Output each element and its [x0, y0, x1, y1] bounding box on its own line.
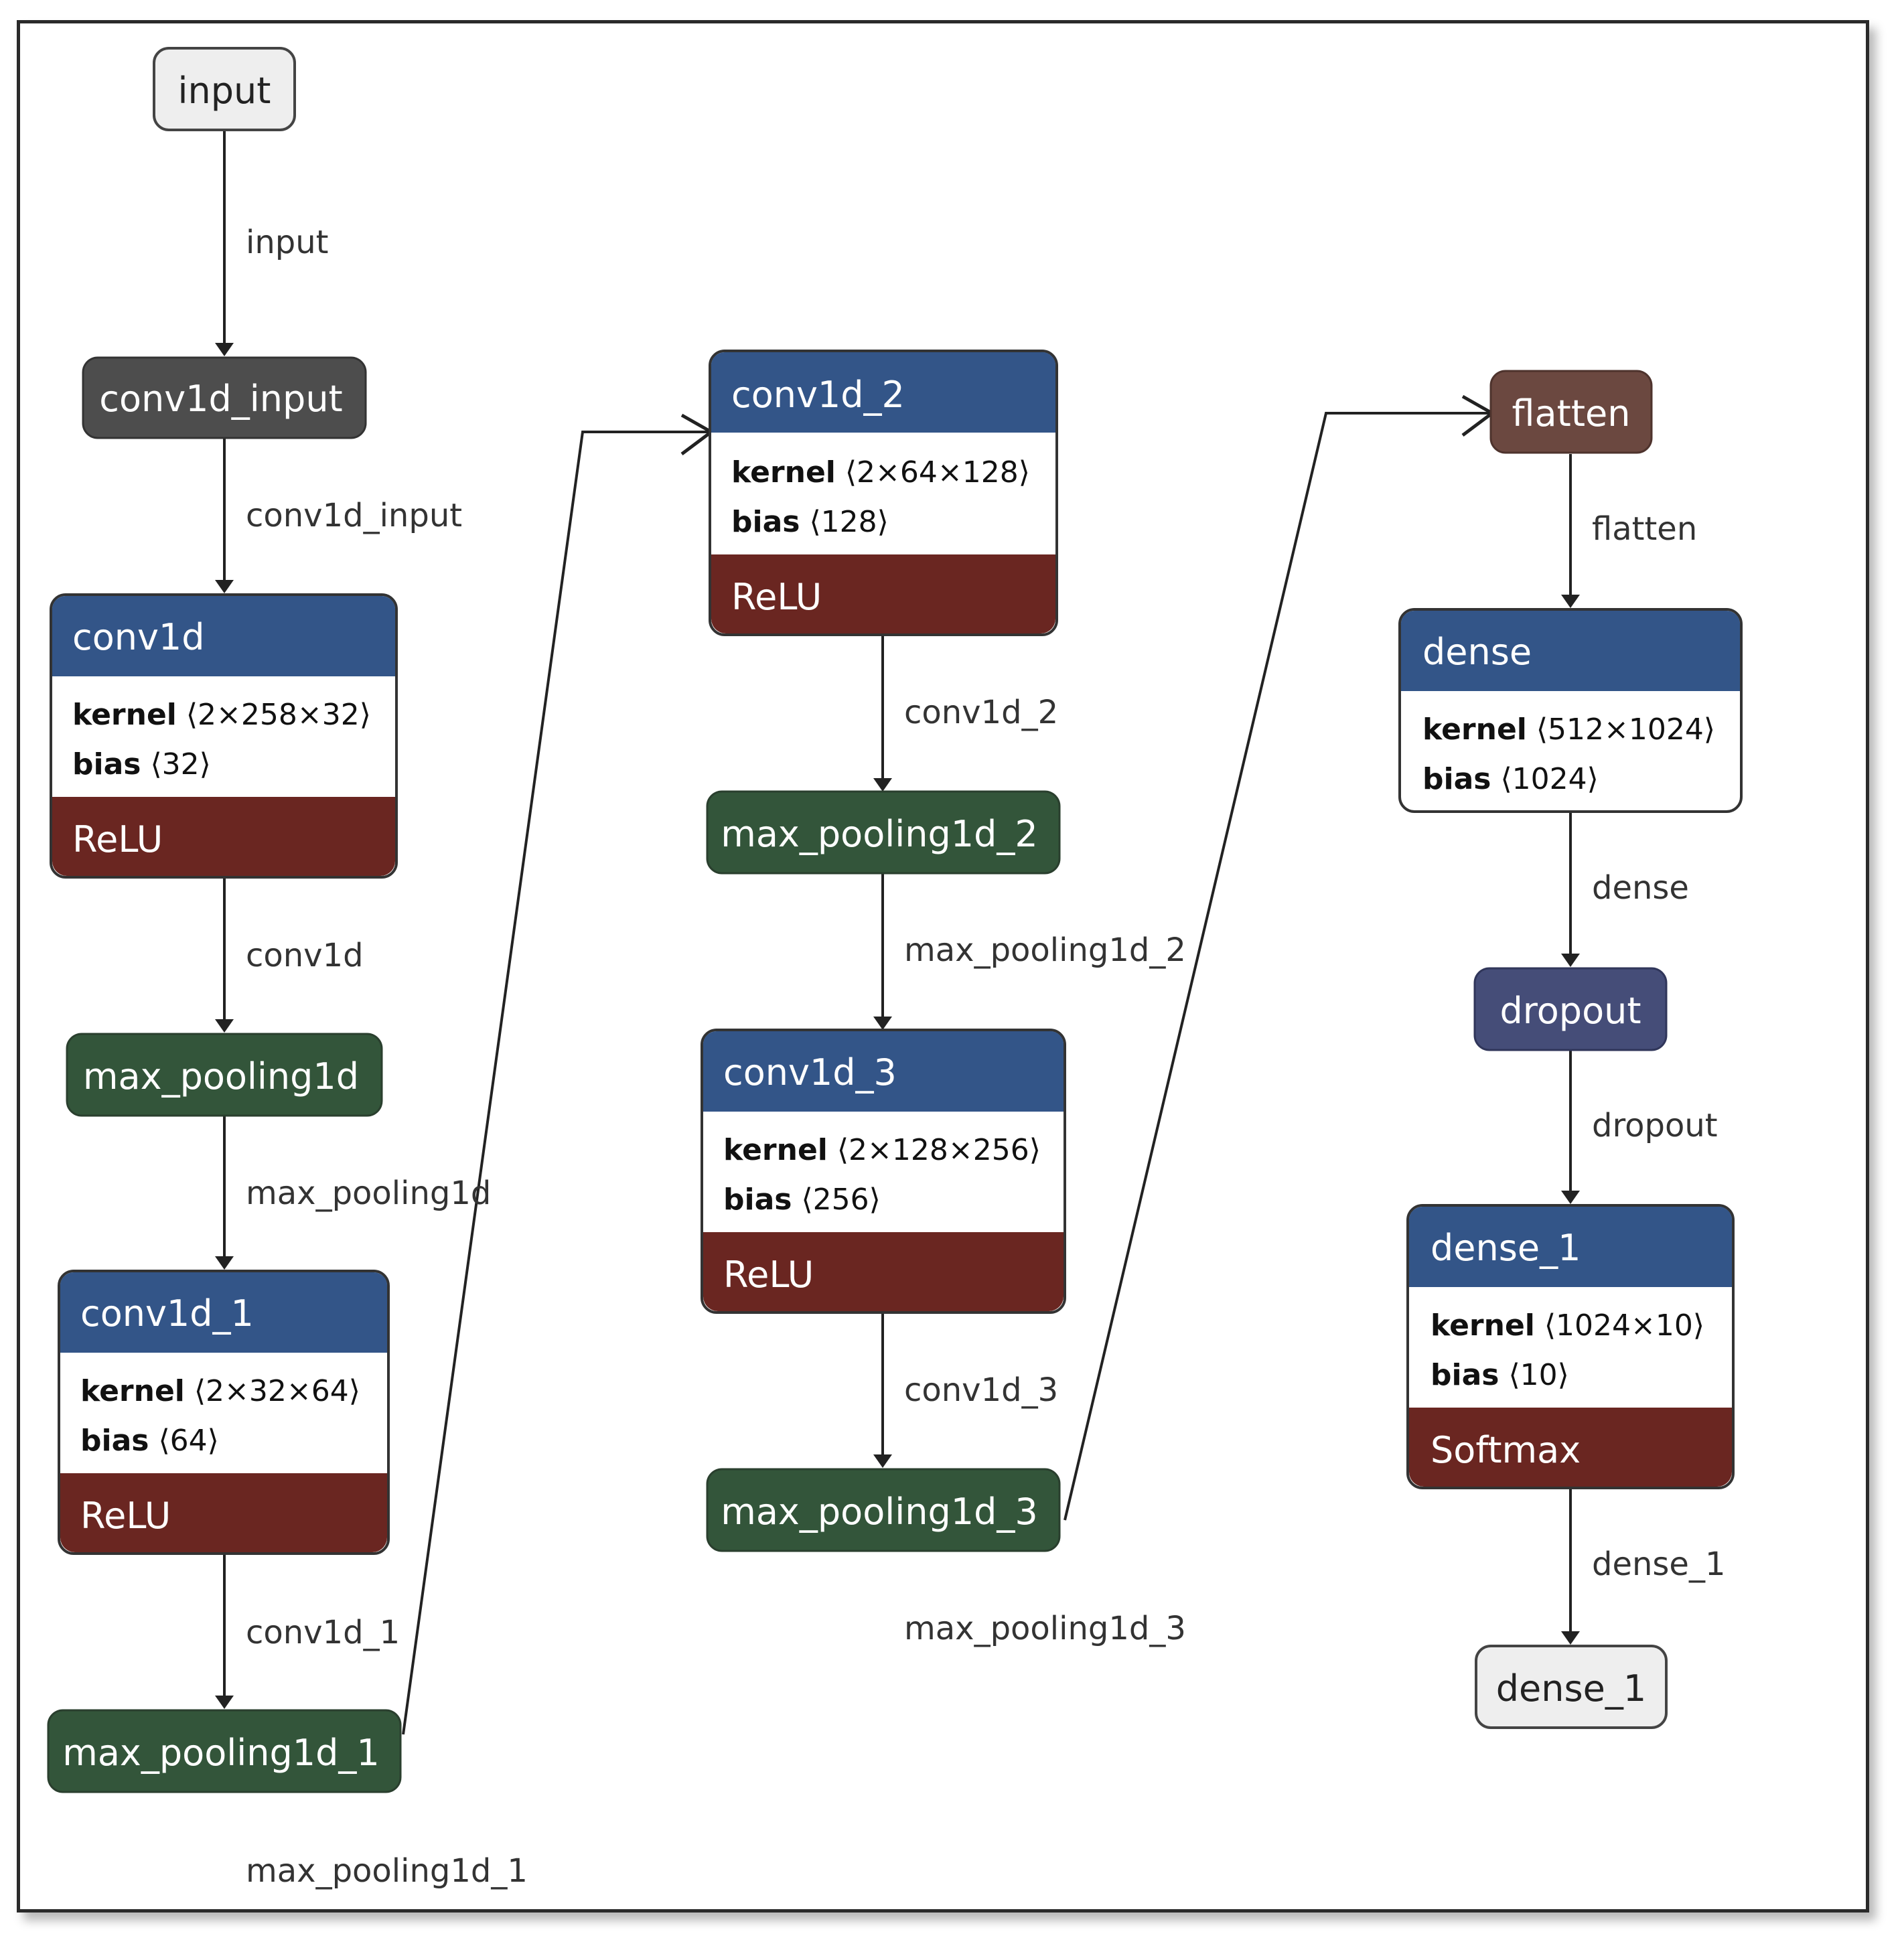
node-dense[interactable]: dense kernel⟨512×1024⟩ bias⟨1024⟩ [1398, 608, 1743, 813]
node-label: conv1d_3 [723, 1051, 897, 1094]
arrowhead-icon [1561, 954, 1580, 967]
diagram-frame [17, 20, 1869, 1913]
bias-shape: bias⟨256⟩ [723, 1183, 881, 1217]
node-label: dense_1 [1496, 1667, 1646, 1710]
node-dropout[interactable]: dropout [1473, 967, 1668, 1051]
edge-label-max-pooling1d: max_pooling1d [246, 1175, 491, 1212]
arrowhead-icon [215, 1019, 234, 1033]
node-max-pooling1d[interactable]: max_pooling1d [66, 1033, 383, 1117]
node-label: flatten [1512, 392, 1631, 435]
edge-label-dropout: dropout [1592, 1107, 1718, 1144]
edge-labels: input conv1d_input conv1d max_pooling1d … [246, 224, 1726, 1890]
node-label: max_pooling1d [83, 1055, 359, 1098]
kernel-shape: kernel⟨2×128×256⟩ [723, 1133, 1041, 1167]
kernel-shape: kernel⟨2×32×64⟩ [80, 1374, 360, 1408]
arrowhead-icon [215, 580, 234, 593]
arrowhead-icon [215, 343, 234, 356]
kernel-shape: kernel⟨512×1024⟩ [1422, 713, 1715, 747]
node-dense-1-output[interactable]: dense_1 [1475, 1645, 1668, 1729]
node-label: dense [1422, 631, 1532, 673]
arrowhead-icon [215, 1696, 234, 1709]
edge-label-flatten: flatten [1592, 510, 1697, 548]
arrowhead-icon [873, 778, 892, 792]
node-conv1d-3[interactable]: conv1d_3 kernel⟨2×128×256⟩ bias⟨256⟩ ReL… [701, 1029, 1066, 1314]
node-label: conv1d_1 [80, 1292, 254, 1335]
node-label: conv1d [72, 616, 205, 658]
node-conv1d-2[interactable]: conv1d_2 kernel⟨2×64×128⟩ bias⟨128⟩ ReLU [709, 350, 1058, 636]
node-max-pooling1d-1[interactable]: max_pooling1d_1 [47, 1709, 402, 1793]
node-flatten[interactable]: flatten [1489, 370, 1653, 454]
node-label: max_pooling1d_1 [62, 1732, 380, 1774]
activation-label: Softmax [1431, 1429, 1581, 1471]
arrowhead-icon [1561, 1631, 1580, 1645]
bias-shape: bias⟨128⟩ [731, 505, 889, 539]
node-label: dense_1 [1431, 1227, 1581, 1269]
open-arrowhead-icon [1461, 394, 1495, 437]
edge-max-pooling1d-1 [402, 431, 710, 1735]
activation-label: ReLU [72, 818, 163, 860]
open-arrowhead-icon [680, 413, 715, 455]
edge-label-conv1d: conv1d [246, 937, 364, 974]
node-label: input [178, 70, 271, 112]
node-label: max_pooling1d_3 [721, 1491, 1038, 1533]
kernel-shape: kernel⟨2×258×32⟩ [72, 698, 371, 732]
bias-shape: bias⟨1024⟩ [1422, 762, 1599, 796]
node-conv1d[interactable]: conv1d kernel⟨2×258×32⟩ bias⟨32⟩ ReLU [50, 593, 398, 879]
node-max-pooling1d-2[interactable]: max_pooling1d_2 [706, 790, 1061, 875]
node-dense-1[interactable]: dense_1 kernel⟨1024×10⟩ bias⟨10⟩ Softmax [1406, 1204, 1735, 1489]
edge-label-conv1d-1: conv1d_1 [246, 1614, 400, 1651]
edges [215, 131, 1580, 1735]
edge-label-dense: dense [1592, 869, 1689, 907]
kernel-shape: kernel⟨1024×10⟩ [1431, 1308, 1704, 1343]
edge-label-dense-1: dense_1 [1592, 1546, 1726, 1583]
arrowhead-icon [1561, 595, 1580, 608]
node-conv1d-input[interactable]: conv1d_input [82, 356, 367, 439]
edge-max-pooling1d-3 [1064, 412, 1490, 1521]
node-max-pooling1d-3[interactable]: max_pooling1d_3 [706, 1468, 1061, 1552]
arrowhead-icon [1561, 1191, 1580, 1204]
edge-label-max-pooling1d-2: max_pooling1d_2 [904, 931, 1186, 969]
node-label: dropout [1499, 990, 1641, 1032]
node-label: conv1d_2 [731, 374, 905, 416]
arrowhead-icon [873, 1454, 892, 1468]
edge-label-conv1d-2: conv1d_2 [904, 694, 1058, 731]
kernel-shape: kernel⟨2×64×128⟩ [731, 455, 1030, 490]
edge-label-input: input [246, 224, 328, 261]
arrowhead-icon [873, 1017, 892, 1030]
node-label: max_pooling1d_2 [721, 813, 1038, 855]
edge-label-conv1d-3: conv1d_3 [904, 1371, 1058, 1409]
node-label: conv1d_input [99, 378, 342, 420]
edge-label-conv1d-input: conv1d_input [246, 497, 462, 534]
edge-label-max-pooling1d-3: max_pooling1d_3 [904, 1610, 1186, 1647]
node-conv1d-1[interactable]: conv1d_1 kernel⟨2×32×64⟩ bias⟨64⟩ ReLU [58, 1270, 390, 1555]
bias-shape: bias⟨64⟩ [80, 1424, 219, 1458]
activation-label: ReLU [723, 1254, 814, 1296]
node-input[interactable]: input [153, 47, 296, 131]
edge-label-max-pooling1d-1: max_pooling1d_1 [246, 1852, 528, 1890]
bias-shape: bias⟨10⟩ [1431, 1358, 1569, 1392]
arrowhead-icon [215, 1256, 234, 1270]
bias-shape: bias⟨32⟩ [72, 747, 211, 781]
activation-label: ReLU [731, 576, 822, 618]
activation-label: ReLU [80, 1495, 171, 1537]
